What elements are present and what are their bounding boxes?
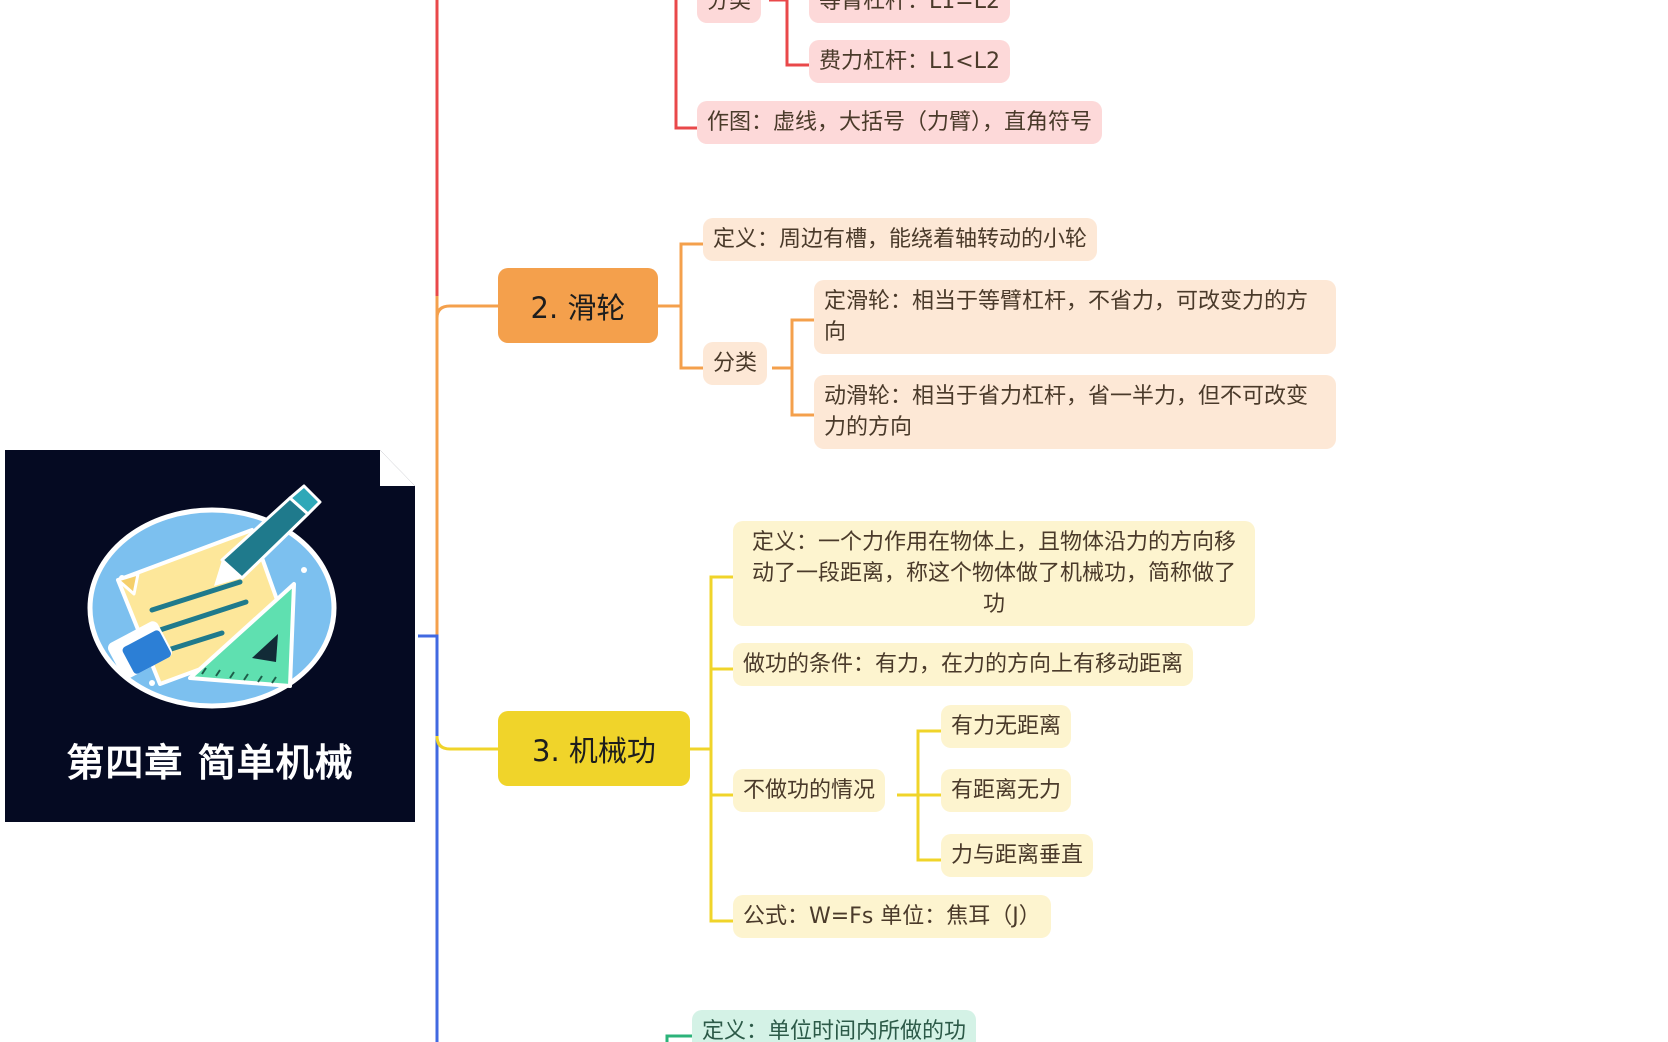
pulley-fork — [679, 242, 703, 370]
power-definition-node[interactable]: 定义：单位时间内所做的功 — [692, 1010, 977, 1042]
pulley-movable-label: 动滑轮：相当于省力杠杆，省一半力，但不可改变力的方向 — [824, 384, 1309, 440]
lever-classify-connector — [769, 0, 809, 67]
spine-blue — [418, 634, 439, 1042]
pulley-classify-label: 分类 — [713, 351, 758, 376]
lever-classify-label: 分类 — [707, 0, 752, 14]
lever-connector — [674, 0, 697, 130]
stationery-icon — [87, 484, 337, 709]
pulley-definition-node[interactable]: 定义：周边有槽，能绕着轴转动的小轮 — [703, 218, 1098, 261]
work-definition-node[interactable]: 定义：一个力作用在物体上，且物体沿力的方向移动了一段距离，称这个物体做了机械功，… — [733, 521, 1255, 626]
no-work-item-2-node[interactable]: 有距离无力 — [941, 769, 1072, 812]
work-formula-node[interactable]: 公式：W=Fs 单位：焦耳（J） — [733, 895, 1051, 938]
topic-pulley[interactable]: 2. 滑轮 — [498, 268, 658, 343]
work-trunk — [435, 735, 498, 751]
no-work-fork — [897, 729, 941, 862]
no-work-item-2-label: 有距离无力 — [951, 778, 1062, 803]
work-no-work-node[interactable]: 不做功的情况 — [733, 769, 886, 812]
lever-effort-arm-node[interactable]: 费力杠杆：L1<L2 — [809, 40, 1010, 83]
lever-drawing-node[interactable]: 作图：虚线，大括号（力臂），直角符号 — [697, 101, 1103, 144]
pulley-classify-fork — [772, 318, 814, 417]
pulley-movable-node[interactable]: 动滑轮：相当于省力杠杆，省一半力，但不可改变力的方向 — [814, 375, 1336, 449]
pulley-definition-label: 定义：周边有槽，能绕着轴转动的小轮 — [713, 227, 1088, 252]
no-work-item-1-label: 有力无距离 — [951, 714, 1062, 739]
no-work-item-3-label: 力与距离垂直 — [951, 843, 1084, 868]
topic-work-label: 3. 机械功 — [532, 733, 656, 768]
central-topic-title: 第四章 简单机械 — [66, 741, 354, 785]
power-definition-label: 定义：单位时间内所做的功 — [702, 1019, 967, 1042]
no-work-item-1-node[interactable]: 有力无距离 — [941, 705, 1072, 748]
work-fork — [709, 575, 733, 923]
work-no-work-label: 不做功的情况 — [743, 778, 876, 803]
topic-work[interactable]: 3. 机械功 — [498, 711, 690, 786]
lever-classify-node[interactable]: 分类 — [697, 0, 762, 23]
lever-equal-arm-label: 等臂杠杆：L1=L2 — [819, 0, 1000, 14]
no-work-item-3-node[interactable]: 力与距离垂直 — [941, 834, 1094, 877]
work-definition-label: 定义：一个力作用在物体上，且物体沿力的方向移动了一段距离，称这个物体做了机械功，… — [751, 530, 1236, 617]
pulley-fixed-label: 定滑轮：相当于等臂杠杆，不省力，可改变力的方向 — [824, 289, 1309, 345]
work-formula-label: 公式：W=Fs 单位：焦耳（J） — [743, 904, 1041, 929]
page-fold-corner — [380, 450, 415, 486]
lever-drawing-label: 作图：虚线，大括号（力臂），直角符号 — [707, 110, 1093, 135]
lever-equal-arm-node[interactable]: 等臂杠杆：L1=L2 — [809, 0, 1010, 23]
power-connector — [665, 1034, 692, 1042]
work-condition-label: 做功的条件：有力，在力的方向上有移动距离 — [743, 652, 1184, 677]
pulley-classify-node[interactable]: 分类 — [703, 342, 768, 385]
topic-pulley-label: 2. 滑轮 — [530, 290, 626, 325]
lever-effort-arm-label: 费力杠杆：L1<L2 — [819, 49, 1000, 74]
pulley-trunk — [435, 304, 498, 319]
work-condition-node[interactable]: 做功的条件：有力，在力的方向上有移动距离 — [733, 643, 1194, 686]
pulley-fixed-node[interactable]: 定滑轮：相当于等臂杠杆，不省力，可改变力的方向 — [814, 280, 1336, 354]
